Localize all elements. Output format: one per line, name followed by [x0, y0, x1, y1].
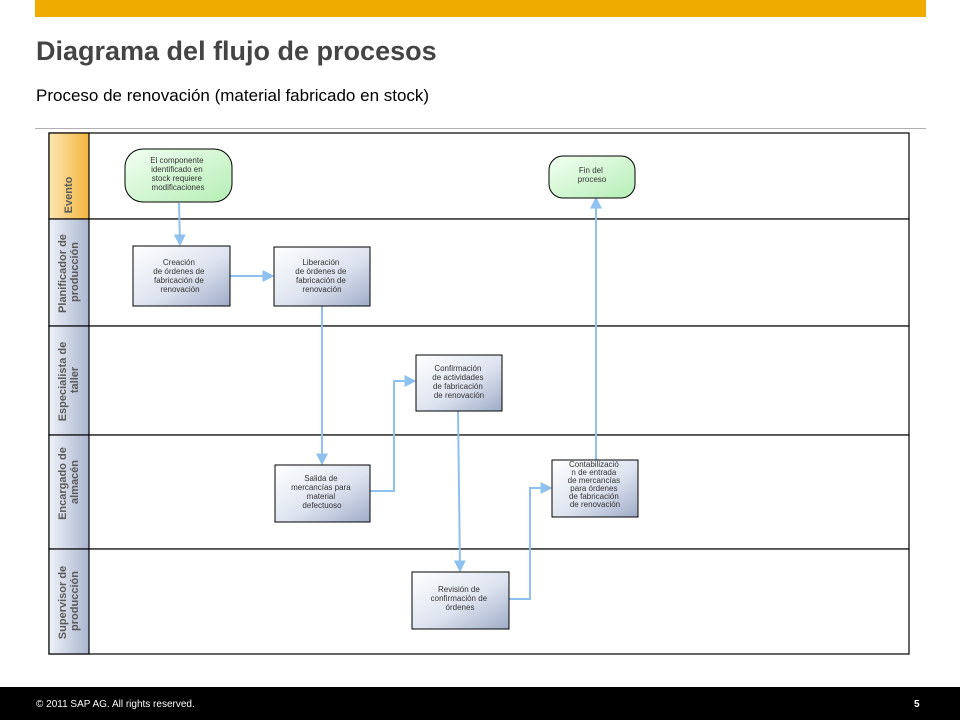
task-text: Confirmación de actividades de fabricaci…	[432, 364, 485, 400]
page-number: 5	[914, 699, 920, 710]
lane-label-especialista: Especialista de taller	[57, 339, 81, 422]
lane-label-line: Evento	[63, 176, 75, 213]
task-liberacion: Liberación de órdenes de fabricación de …	[273, 246, 371, 307]
lane-label-line: Planificador de	[57, 234, 69, 313]
text-line: para órdenes	[570, 484, 617, 493]
lane-label-encargado: Encargado de almacén	[57, 444, 81, 520]
text-line: stock requiere	[152, 174, 203, 183]
event-start-shape	[124, 148, 233, 203]
task-text: Salida de mercancías para material defec…	[291, 474, 353, 510]
lane-label-line: almacén	[69, 460, 81, 504]
accent-bar	[35, 0, 926, 17]
text-line: Revisión de	[438, 585, 480, 594]
swimlanes	[48, 132, 910, 655]
task-box	[415, 354, 503, 412]
lane-label-line: producción	[69, 571, 81, 631]
lane-header-especialista	[48, 325, 90, 436]
text-line: de mercancías	[568, 476, 620, 485]
connector-confirmacion-revision	[453, 410, 466, 573]
task-confirmacion: Confirmación de actividades de fabricaci…	[415, 354, 503, 412]
text-line: de renovación	[434, 391, 484, 400]
text-line: de órdenes de	[153, 267, 205, 276]
event-start: El componente identificado en stock requ…	[124, 148, 233, 203]
text-line: de fabricación	[569, 492, 619, 501]
text-line: El componente	[150, 156, 204, 165]
text-line: n de entrada	[571, 468, 616, 477]
task-box	[273, 246, 371, 307]
lane-encargado	[48, 434, 910, 550]
task-contabilizacion: Contabilizació n de entrada de mercancía…	[551, 459, 639, 518]
text-line: material	[307, 492, 336, 501]
text-line: Contabilizació	[569, 460, 619, 469]
lane-label-planificador: Planificador de producción	[57, 231, 81, 313]
lane-label-line: Especialista de	[57, 342, 69, 422]
task-box	[274, 464, 371, 523]
text-line: Liberación	[302, 258, 339, 267]
text-line: Fin del	[579, 166, 603, 175]
lane-header-evento	[48, 132, 90, 220]
task-creacion: Creación de órdenes de fabricación de re…	[132, 245, 231, 307]
text-line: renovación	[160, 285, 199, 294]
event-start-text: El componente identificado en stock requ…	[150, 156, 206, 192]
task-text: Creación de órdenes de fabricación de re…	[153, 258, 206, 294]
task-box	[551, 459, 639, 518]
text-line: identificado en	[151, 165, 203, 174]
task-text: Contabilizació n de entrada de mercancía…	[568, 460, 623, 509]
text-line: Salida de	[304, 474, 338, 483]
text-line: renovación	[302, 285, 341, 294]
text-line: Creación	[163, 258, 195, 267]
task-text: Liberación de órdenes de fabricación de …	[295, 258, 348, 294]
connector-start-creacion	[173, 202, 186, 247]
text-line: confirmación de	[431, 594, 488, 603]
header-divider	[35, 128, 926, 129]
event-end: Fin del proceso	[548, 155, 636, 199]
footer-bar	[0, 687, 960, 720]
text-line: de renovación	[570, 500, 620, 509]
text-line: mercancías para	[291, 483, 351, 492]
connector-salida-confirmacion	[370, 375, 417, 492]
text-line: de órdenes de	[295, 267, 347, 276]
lane-header-planificador	[48, 218, 90, 327]
text-line: de actividades	[432, 373, 483, 382]
text-line: defectuoso	[302, 501, 342, 510]
task-text: Revisión de confirmación de órdenes	[431, 585, 490, 612]
text-line: fabricación de	[154, 276, 204, 285]
connector-revision-contabilizacion	[509, 482, 553, 600]
lane-header-supervisor	[48, 548, 90, 655]
text-line: órdenes	[446, 603, 475, 612]
text-line: de fabricación	[433, 382, 483, 391]
lane-label-evento: Evento	[63, 176, 75, 213]
event-end-shape	[548, 155, 636, 199]
event-end-text: Fin del proceso	[578, 166, 607, 184]
task-salida: Salida de mercancías para material defec…	[274, 464, 371, 523]
text-line: fabricación de	[296, 276, 346, 285]
copyright-text: © 2011 SAP AG. All rights reserved.	[36, 699, 195, 710]
text-line: proceso	[578, 175, 607, 184]
lane-label-line: producción	[69, 242, 81, 302]
task-box	[132, 245, 231, 307]
lane-header-encargado	[48, 434, 90, 550]
task-revision: Revisión de confirmación de órdenes	[411, 571, 510, 630]
lane-label-supervisor: Supervisor de producción	[57, 563, 81, 639]
text-line: Confirmación	[434, 364, 481, 373]
task-box	[411, 571, 510, 630]
page-subtitle: Proceso de renovación (material fabricad…	[36, 86, 430, 105]
text-line: modificaciones	[152, 183, 205, 192]
lane-label-line: taller	[69, 366, 81, 393]
page-title: Diagrama del flujo de procesos	[36, 36, 437, 66]
connectors	[173, 196, 602, 600]
lane-label-line: Supervisor de	[57, 566, 69, 639]
lane-label-line: Encargado de	[57, 447, 69, 520]
